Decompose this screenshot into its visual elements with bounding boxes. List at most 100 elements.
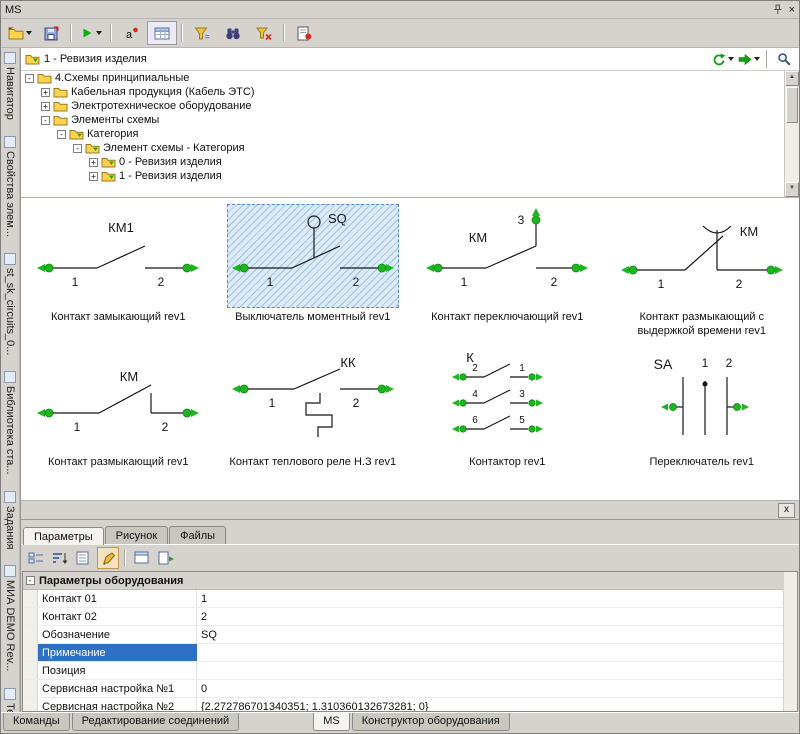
search-button[interactable]: [773, 49, 795, 69]
grid-scrollbar[interactable]: [783, 572, 797, 711]
property-row[interactable]: Обозначение SQ: [23, 626, 797, 644]
property-name[interactable]: Примечание: [38, 644, 197, 661]
library-item-contact-changeover[interactable]: КМ 3 1 2 Контакт переключающий rev: [410, 204, 605, 349]
property-row-selected[interactable]: Примечание: [23, 644, 797, 662]
property-row[interactable]: Контакт 02 2: [23, 608, 797, 626]
tree-scrollbar[interactable]: ▲ ▼: [784, 71, 799, 197]
property-value[interactable]: [197, 644, 797, 661]
tree-item[interactable]: + 1 - Ревизия изделия: [21, 169, 799, 183]
property-value[interactable]: {2.272786701340351; 1.310360132673281; 0…: [197, 698, 797, 712]
tree-item[interactable]: + Электротехническое оборудование: [21, 99, 799, 113]
sidebar-tab-tasks[interactable]: Задания: [4, 491, 16, 549]
dropdown-caret-icon: [728, 57, 734, 61]
property-grid: - Параметры оборудования Контакт 01 1 Ко…: [22, 571, 798, 712]
scrollbar-track[interactable]: [785, 124, 799, 182]
panel-titlebar[interactable]: MS ×: [1, 1, 799, 19]
property-row[interactable]: Сервисная настройка №2 {2.27278670134035…: [23, 698, 797, 712]
property-name[interactable]: Контакт 01: [38, 590, 197, 607]
field-name-button[interactable]: a: [116, 21, 146, 45]
property-row[interactable]: Сервисная настройка №1 0: [23, 680, 797, 698]
svg-text:5: 5: [519, 415, 525, 426]
library-item-selector-switch[interactable]: SA 1 2 Переключатель rev1: [605, 349, 800, 494]
property-name[interactable]: Сервисная настройка №1: [38, 680, 197, 697]
bottom-tab-connection-editing[interactable]: Редактирование соединений: [72, 713, 240, 731]
run-menu-button[interactable]: [76, 21, 106, 45]
categorized-view-button[interactable]: [25, 547, 47, 569]
refresh-button[interactable]: [711, 49, 735, 69]
expander-icon[interactable]: -: [41, 116, 50, 125]
expander-icon[interactable]: +: [89, 158, 98, 167]
filter-clear-button[interactable]: [249, 21, 279, 45]
property-name[interactable]: Позиция: [38, 662, 197, 679]
expander-icon[interactable]: +: [41, 102, 50, 111]
sort-button[interactable]: [49, 547, 71, 569]
sidebar-tab-circuits[interactable]: st_sk_circuits_0...: [4, 253, 16, 355]
property-value[interactable]: [197, 662, 797, 679]
library-item-contact-nc-delay[interactable]: КМ 1 2 Контакт размыкающий с выдержкой в…: [605, 204, 800, 349]
bottom-tab-ms[interactable]: MS: [313, 713, 350, 731]
sidebar-tab-mia-demo[interactable]: МИА DEMO Rev...: [4, 565, 16, 671]
property-name[interactable]: Обозначение: [38, 626, 197, 643]
property-value[interactable]: SQ: [197, 626, 797, 643]
property-name[interactable]: Контакт 02: [38, 608, 197, 625]
library-tree: - 4.Схемы принципиальные + Кабельная про…: [21, 71, 799, 198]
expander-icon[interactable]: -: [57, 130, 66, 139]
save-export-button[interactable]: [36, 21, 66, 45]
property-value[interactable]: 1: [197, 590, 797, 607]
pin-icon[interactable]: [772, 4, 783, 15]
library-item-switch-momentary[interactable]: SQ 1 2 Выключатель моментный rev1: [216, 204, 411, 349]
open-menu-button[interactable]: [5, 21, 35, 45]
load-button[interactable]: [737, 49, 761, 69]
tab-files[interactable]: Файлы: [169, 526, 226, 544]
expander-icon[interactable]: -: [73, 144, 82, 153]
property-pages-button[interactable]: [73, 547, 95, 569]
sidebar-tab-current-vars[interactable]: Текущие перем...: [4, 688, 16, 712]
svg-text:2: 2: [162, 420, 169, 434]
export-button[interactable]: [155, 547, 177, 569]
sidebar-tab-properties[interactable]: Свойства элем...: [4, 136, 16, 237]
tree-item[interactable]: + Кабельная продукция (Кабель ЭТС): [21, 85, 799, 99]
sidebar-tab-label: Задания: [4, 506, 16, 549]
sidebar-tab-library[interactable]: Библиотека ста...: [4, 371, 16, 475]
scroll-down-icon[interactable]: ▼: [785, 182, 799, 197]
categorized-icon: [28, 551, 44, 565]
tree-item[interactable]: - Категория: [21, 127, 799, 141]
scrollbar-thumb[interactable]: [786, 87, 798, 123]
tab-parameters[interactable]: Параметры: [23, 527, 104, 545]
tab-drawing[interactable]: Рисунок: [105, 526, 169, 544]
revision-selector[interactable]: 1 - Ревизия изделия: [21, 48, 799, 71]
property-group-row[interactable]: - Параметры оборудования: [23, 572, 797, 590]
close-filter-icon[interactable]: x: [778, 503, 795, 518]
expander-icon[interactable]: +: [89, 172, 98, 181]
open-folder-icon: [8, 26, 24, 40]
sidebar-tab-navigator[interactable]: Навигатор: [4, 52, 16, 120]
report-button[interactable]: [289, 21, 319, 45]
expander-icon[interactable]: -: [25, 74, 34, 83]
svg-text:2: 2: [472, 363, 478, 374]
scroll-up-icon[interactable]: ▲: [785, 71, 799, 86]
library-item-contact-nc[interactable]: КМ 1 2 Контакт размыкающий rev1: [21, 349, 216, 494]
library-item-thermal-relay[interactable]: КК 1 2 Контакт теплового реле Н.З rev1: [216, 349, 411, 494]
form-view-button[interactable]: [131, 547, 153, 569]
property-value[interactable]: 2: [197, 608, 797, 625]
property-name[interactable]: Сервисная настройка №2: [38, 698, 197, 712]
tree-item[interactable]: - Элемент схемы - Категория: [21, 141, 799, 155]
edit-value-button[interactable]: [97, 547, 119, 569]
tree-item[interactable]: + 0 - Ревизия изделия: [21, 155, 799, 169]
tree-item[interactable]: - 4.Схемы принципиальные: [21, 71, 799, 85]
table-view-button[interactable]: [147, 21, 177, 45]
property-row[interactable]: Позиция: [23, 662, 797, 680]
close-icon[interactable]: ×: [789, 5, 795, 15]
expander-icon[interactable]: +: [41, 88, 50, 97]
library-item-contact-no[interactable]: КМ1 1 2 Контакт замыкающий rev1: [21, 204, 216, 349]
bottom-tab-equipment-constructor[interactable]: Конструктор оборудования: [352, 713, 510, 731]
property-value[interactable]: 0: [197, 680, 797, 697]
tree-item[interactable]: - Элементы схемы: [21, 113, 799, 127]
find-button[interactable]: [218, 21, 248, 45]
bottom-tab-commands[interactable]: Команды: [3, 713, 70, 731]
collapse-icon[interactable]: -: [26, 576, 35, 585]
library-item-contactor[interactable]: К 2 1 4 3: [410, 349, 605, 494]
property-row[interactable]: Контакт 01 1: [23, 590, 797, 608]
svg-text:1: 1: [72, 275, 79, 289]
filter-condition-button[interactable]: =: [187, 21, 217, 45]
